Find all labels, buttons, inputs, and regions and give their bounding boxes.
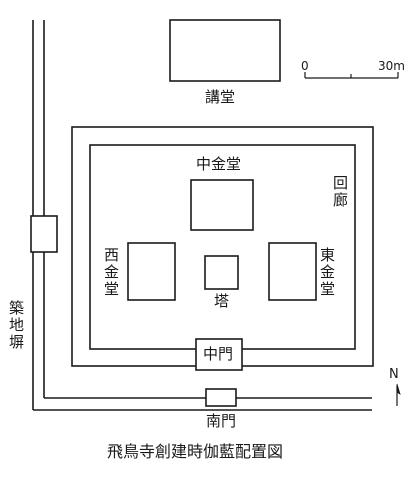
corridor-label: 回廊 <box>331 175 349 209</box>
south-gate-building <box>205 388 237 407</box>
west-wall-gate <box>30 215 58 253</box>
lecture-hall-label: 講堂 <box>205 88 236 106</box>
middle-gate-label: 中門 <box>203 345 234 363</box>
central-golden-hall-label: 中金堂 <box>196 155 242 173</box>
central-golden-hall-building <box>190 179 254 231</box>
scale-end-label: 30m <box>378 59 405 73</box>
south-gate-label: 南門 <box>206 412 237 430</box>
scale-start-label: 0 <box>301 59 309 73</box>
earthen-wall-label: 築地塀 <box>7 300 25 351</box>
middle-gate-building <box>195 338 243 371</box>
pagoda-building <box>204 255 239 290</box>
lecture-hall-building <box>169 19 281 82</box>
east-golden-hall-building <box>268 242 317 301</box>
west-golden-hall-label: 西金堂 <box>102 247 120 298</box>
west-golden-hall-building <box>127 242 176 301</box>
east-golden-hall-label: 東金堂 <box>318 247 336 298</box>
north-arrow-head <box>396 383 401 395</box>
pagoda-label: 塔 <box>214 292 230 310</box>
caption: 飛鳥寺創建時伽藍配置図 <box>107 442 284 461</box>
north-label: N <box>389 367 399 382</box>
